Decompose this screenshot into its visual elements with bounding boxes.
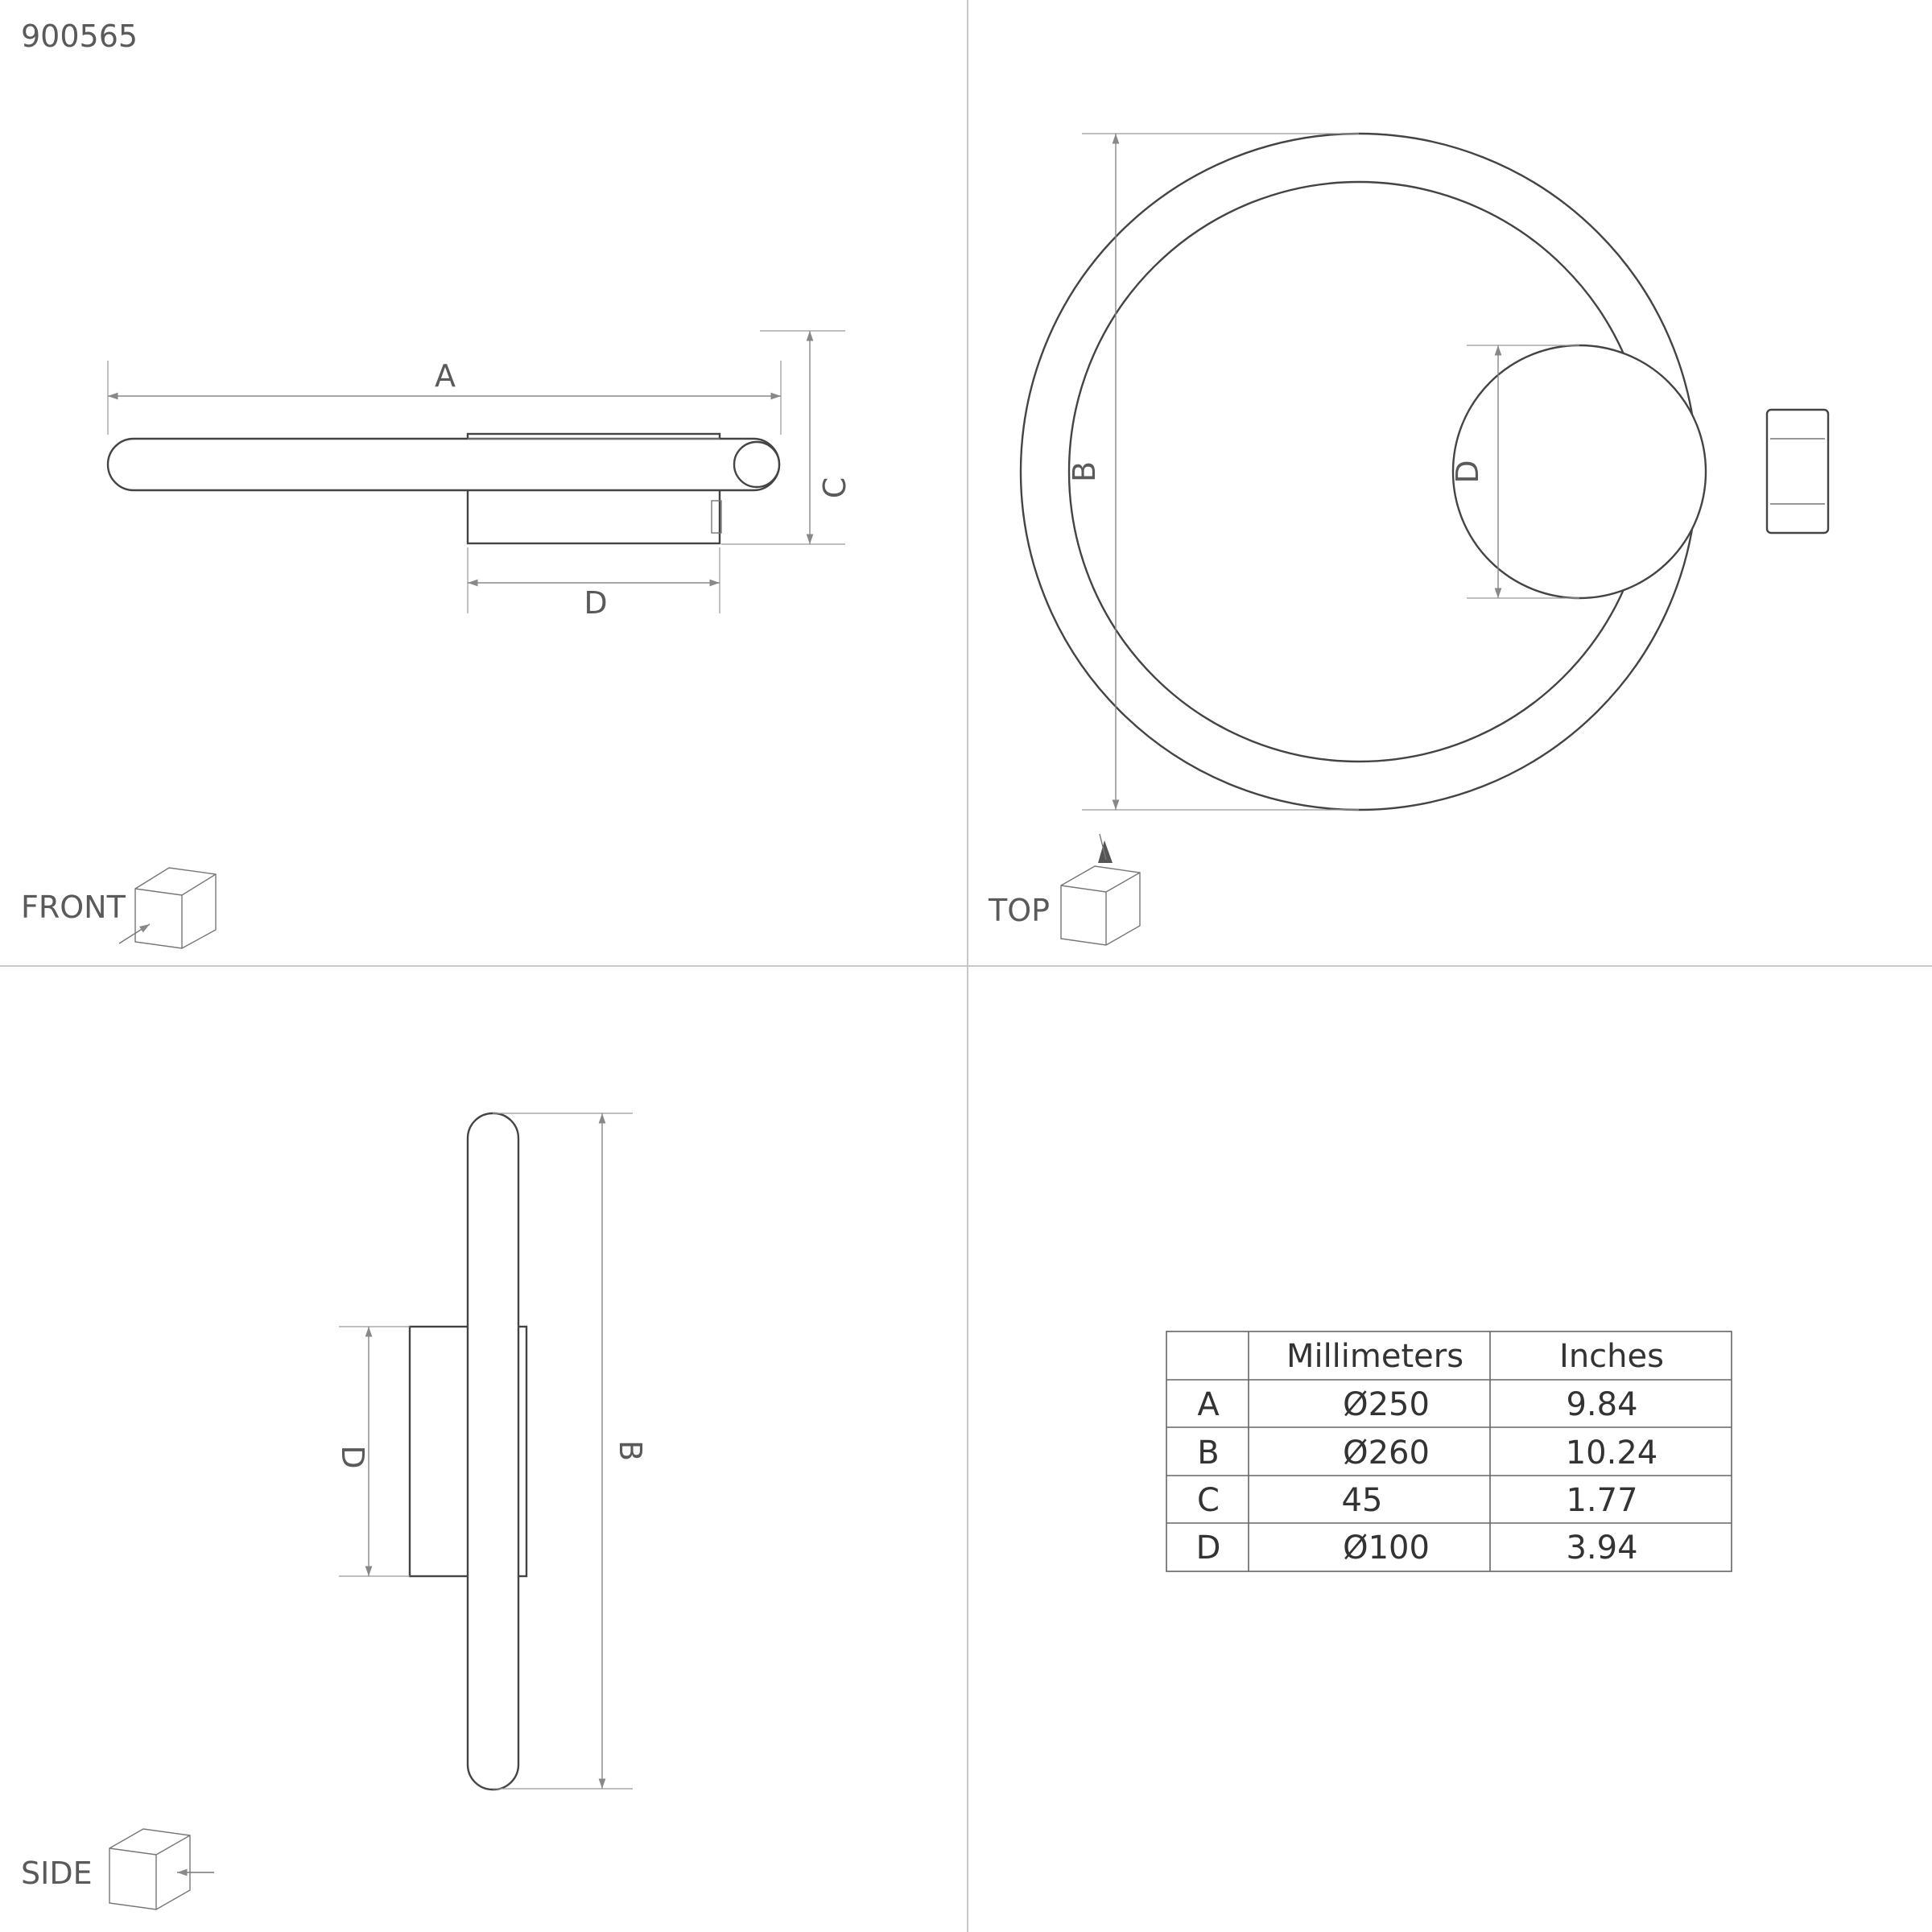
top-dim-b-label: B — [1067, 461, 1102, 482]
top-cube-icon — [1060, 833, 1141, 946]
table-row-b-inches: 10.24 — [1566, 1435, 1658, 1472]
side-dim-d-label: D — [335, 1445, 370, 1468]
side-cube-icon — [109, 1828, 214, 1910]
table-row-b-key: B — [1197, 1435, 1219, 1472]
front-view: A C D FRONT — [21, 330, 852, 949]
table-row-c-key: C — [1197, 1482, 1220, 1519]
front-ring — [106, 437, 781, 492]
table-header-mm: Millimeters — [1286, 1338, 1463, 1375]
table-header-inches: Inches — [1559, 1338, 1664, 1375]
front-hinge — [733, 440, 781, 489]
table-row-a-mm: Ø250 — [1343, 1386, 1430, 1423]
table-row-c-inches: 1.77 — [1566, 1482, 1637, 1519]
top-hinge-block — [1765, 408, 1830, 535]
side-view: B D SIDE — [21, 1112, 648, 1910]
table-row-a-key: A — [1197, 1386, 1220, 1423]
table-row-d-mm: Ø100 — [1343, 1530, 1430, 1567]
front-canopy-clip — [711, 500, 722, 534]
side-view-label: SIDE — [21, 1856, 93, 1891]
front-cube-icon — [118, 867, 217, 949]
dim-d-label: D — [584, 585, 607, 621]
table-row-b-mm: Ø260 — [1343, 1435, 1430, 1472]
table-row-d-inches: 3.94 — [1566, 1530, 1637, 1567]
dimension-table: Millimeters Inches A Ø250 9.84 B Ø260 10… — [1166, 1331, 1732, 1572]
dim-a-label: A — [435, 358, 456, 394]
top-view: B D TOP — [988, 132, 1830, 946]
top-dim-d-label: D — [1450, 460, 1485, 483]
table-row-d-key: D — [1196, 1530, 1221, 1567]
top-view-label: TOP — [988, 893, 1050, 928]
dim-c-label: C — [817, 477, 852, 499]
top-canopy — [1451, 344, 1707, 600]
table-row-c-mm: 45 — [1342, 1482, 1383, 1519]
side-dim-b-label: B — [613, 1440, 648, 1461]
front-view-label: FRONT — [21, 890, 126, 925]
side-ring — [466, 1112, 520, 1791]
table-row-a-inches: 9.84 — [1566, 1386, 1637, 1423]
product-code: 900565 — [21, 19, 138, 54]
